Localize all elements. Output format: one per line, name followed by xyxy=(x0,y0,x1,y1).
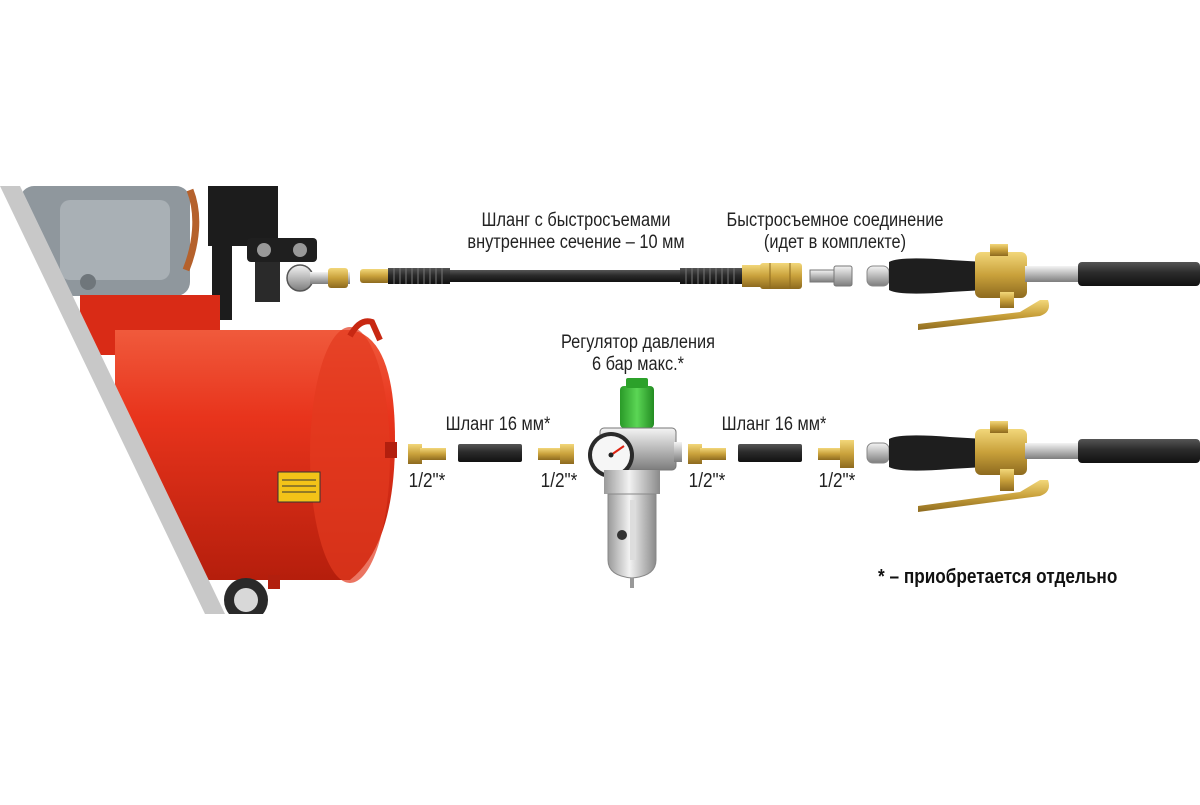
fitting-3 xyxy=(688,444,726,464)
top-hose-assembly xyxy=(360,263,802,289)
compressor xyxy=(0,186,397,614)
label-hose-16mm-right: Шланг 16 мм* xyxy=(721,414,827,435)
label-fitting-2: 1/2"* xyxy=(540,470,578,492)
label-fitting-1: 1/2"* xyxy=(408,470,446,492)
quick-hose-top xyxy=(450,270,680,282)
footnote: * – приобретается отдельно xyxy=(878,566,1118,588)
label-quick-connection-line2: (идет в комплекте) xyxy=(763,232,907,253)
label-hose-16mm-left: Шланг 16 мм* xyxy=(445,414,551,435)
label-hose-quick-line1: Шланг с быстросъемами xyxy=(481,210,671,231)
fitting-4 xyxy=(818,440,854,468)
label-fitting-4: 1/2"* xyxy=(818,470,856,492)
cut-edge-stripe xyxy=(0,186,225,614)
label-hose-quick: Шланг с быстросъемами внутреннее сечение… xyxy=(456,210,697,254)
fitting-1 xyxy=(408,444,446,464)
blow-gun-top xyxy=(866,244,1200,330)
control-box xyxy=(208,186,278,246)
steel-quick-connector xyxy=(809,265,853,287)
label-hose-quick-line2: внутреннее сечение – 10 мм xyxy=(467,232,685,253)
pressure-regulator xyxy=(588,378,682,588)
bottom-assembly xyxy=(408,378,854,588)
label-quick-connection-line1: Быстросъемное соединение xyxy=(726,210,944,231)
brass-plug-top xyxy=(360,269,390,283)
blow-gun-bottom xyxy=(866,421,1200,512)
label-regulator: Регулятор давления 6 бар макс.* xyxy=(552,332,724,376)
label-fitting-3: 1/2"* xyxy=(688,470,726,492)
quick-coupler-top xyxy=(760,263,802,289)
hose-16mm-right xyxy=(738,444,802,462)
fitting-2 xyxy=(538,444,574,464)
warning-sticker xyxy=(277,471,321,503)
hose-16mm-left xyxy=(458,444,522,462)
label-regulator-line1: Регулятор давления xyxy=(561,332,715,353)
label-regulator-line2: 6 бар макс.* xyxy=(591,354,685,375)
label-quick-connection: Быстросъемное соединение (идет в комплек… xyxy=(723,210,947,254)
